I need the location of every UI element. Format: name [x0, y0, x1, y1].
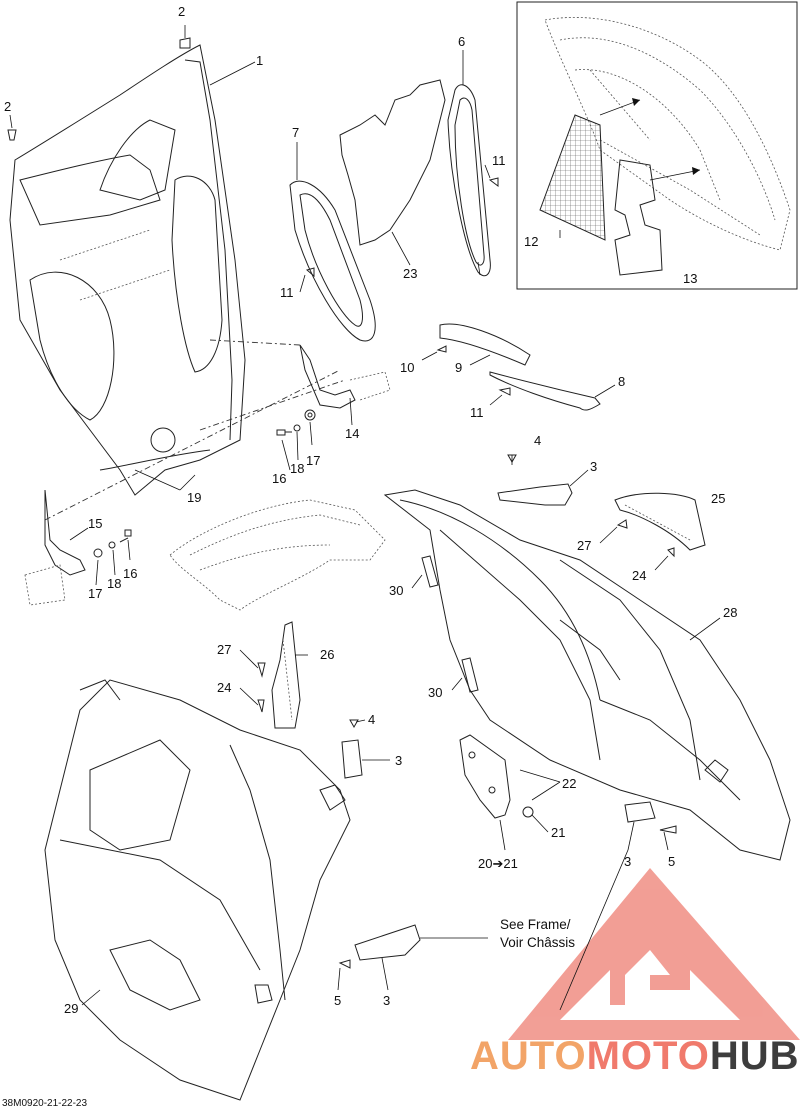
- bracket-20: [459, 734, 511, 851]
- callout-3: 3: [383, 993, 390, 1008]
- vent-grille-right: [447, 50, 491, 277]
- callout-17: 17: [306, 453, 320, 468]
- callout-4: 4: [368, 712, 375, 727]
- watermark-part-auto: AUTO: [470, 1034, 587, 1078]
- callout-12: 12: [524, 234, 538, 249]
- callout-25: 25: [711, 491, 725, 506]
- callout-2: 2: [4, 99, 11, 114]
- callout-23: 23: [403, 266, 417, 281]
- bracket-15: [24, 489, 89, 606]
- see-frame-line-2: Voir Châssis: [500, 935, 576, 950]
- side-panel-28: [383, 489, 791, 861]
- watermark-logo: [508, 868, 800, 1040]
- bracket-14: [299, 344, 391, 426]
- callout-19: 19: [187, 490, 201, 505]
- vent-grille-left: [289, 142, 376, 342]
- callout-16: 16: [123, 566, 137, 581]
- center-trim-dotted: [169, 499, 386, 611]
- callout-3: 3: [624, 854, 631, 869]
- callout-8: 8: [618, 374, 625, 389]
- leader-lines: [9, 25, 669, 1011]
- side-trim-25: [614, 492, 706, 551]
- callout-30: 30: [428, 685, 442, 700]
- trim-piece-9: [439, 323, 531, 366]
- callout-11: 11: [280, 285, 294, 300]
- drawing-code: 38M0920-21-22-23: [2, 1098, 88, 1109]
- callout-22: 22: [562, 776, 576, 791]
- callout-1: 1: [256, 53, 263, 68]
- foam-pad-part: [539, 114, 606, 241]
- callout-27: 27: [577, 538, 591, 553]
- inset-detail-box: [516, 1, 798, 290]
- side-trim-26: [271, 621, 301, 729]
- hood-upper-panel: [9, 44, 256, 496]
- side-panel-29: [44, 679, 351, 1101]
- callout-21: 21: [551, 825, 565, 840]
- foam-panel: [339, 79, 446, 266]
- callout-15: 15: [88, 516, 102, 531]
- callout-20-to-21: 20➔21: [478, 856, 518, 871]
- callout-13: 13: [683, 271, 697, 286]
- callout-29: 29: [64, 1001, 78, 1016]
- callout-30: 30: [389, 583, 403, 598]
- callout-14: 14: [345, 426, 359, 441]
- callout-18: 18: [107, 576, 121, 591]
- callout-9: 9: [455, 360, 462, 375]
- trim-piece-8: [489, 371, 616, 411]
- callout-labels: 1 2 2 3 3 3 3 4 4 5 5 6 7 8 9 10 11 11 1…: [4, 4, 737, 1016]
- callout-27: 27: [217, 642, 231, 657]
- callout-10: 10: [400, 360, 414, 375]
- clip-fasteners: [341, 483, 656, 961]
- callout-16: 16: [272, 471, 286, 486]
- foam-strips-30: [421, 555, 479, 693]
- callout-11: 11: [492, 153, 506, 168]
- foam-block-part: [614, 159, 663, 276]
- callout-24: 24: [632, 568, 646, 583]
- callout-18: 18: [290, 461, 304, 476]
- callout-7: 7: [292, 125, 299, 140]
- callout-24: 24: [217, 680, 231, 695]
- callout-5: 5: [334, 993, 341, 1008]
- callout-28: 28: [723, 605, 737, 620]
- watermark-part-moto: MOTO: [586, 1034, 710, 1078]
- callout-6: 6: [458, 34, 465, 49]
- callout-3: 3: [590, 459, 597, 474]
- callout-17: 17: [88, 586, 102, 601]
- callout-11: 11: [470, 405, 484, 420]
- callout-26: 26: [320, 647, 334, 662]
- see-frame-line-1: See Frame/: [500, 917, 571, 932]
- watermark-part-hub: HUB: [709, 1034, 800, 1078]
- callout-2: 2: [178, 4, 185, 19]
- callout-5: 5: [668, 854, 675, 869]
- callout-4: 4: [534, 433, 541, 448]
- fastener-hardware: [7, 37, 677, 969]
- watermark-text: AUTOMOTOHUB: [470, 1034, 800, 1079]
- see-frame-note: See Frame/ Voir Châssis: [500, 916, 575, 952]
- callout-3: 3: [395, 753, 402, 768]
